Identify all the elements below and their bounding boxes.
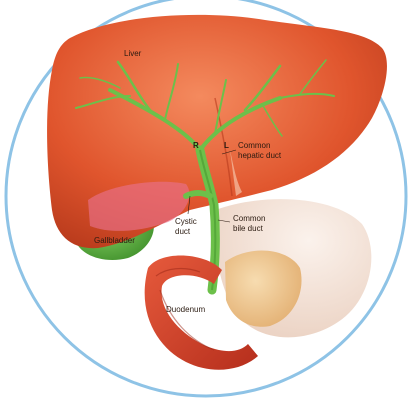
label-common-bile-1: Common (233, 214, 265, 223)
label-common-hepatic-2: hepatic duct (238, 151, 282, 160)
label-gallbladder: Gallbladder (94, 236, 135, 245)
label-common-bile-2: bile duct (233, 224, 264, 233)
label-cystic-1: Cystic (175, 217, 197, 226)
label-left-marker: L (224, 141, 229, 150)
cystic-duct (186, 193, 210, 196)
label-liver: Liver (124, 49, 142, 58)
label-cystic-2: duct (175, 227, 191, 236)
label-common-hepatic-1: Common (238, 141, 270, 150)
label-right-marker: R (193, 141, 199, 150)
label-duodenum: Duodenum (166, 305, 205, 314)
